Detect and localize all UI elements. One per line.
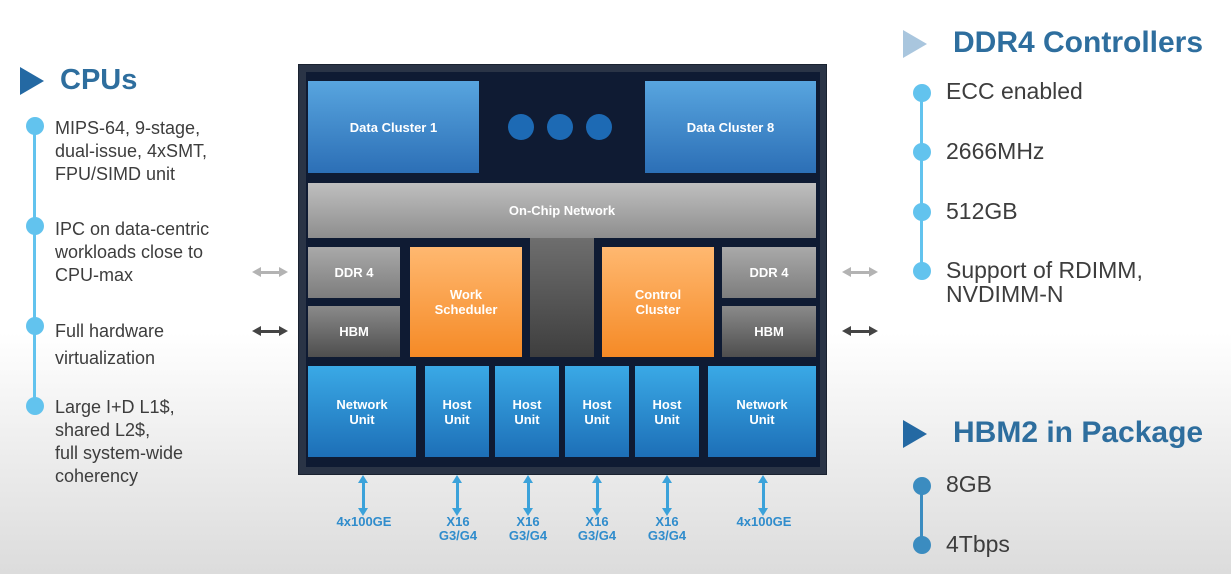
ellipsis-dot bbox=[508, 114, 534, 140]
bullet-dot bbox=[26, 317, 44, 335]
io-arrow bbox=[758, 475, 768, 516]
host-unit-3: Host Unit bbox=[565, 366, 629, 457]
bullet-dot bbox=[913, 536, 931, 554]
io-label-right: 4x100GE bbox=[736, 514, 792, 529]
cpus-item-4: Large I+D L1$, shared L2$, full system-w… bbox=[55, 397, 184, 486]
control-cluster: Control Cluster bbox=[602, 247, 714, 357]
host-unit-2: Host Unit bbox=[495, 366, 559, 457]
network-unit-right: Network Unit bbox=[708, 366, 816, 457]
bullet-dot bbox=[913, 203, 931, 221]
io-arrow bbox=[662, 475, 672, 516]
ddr4-item-4: Support of RDIMM, NVDIMM-N bbox=[946, 257, 1143, 307]
ddr4-item-1: ECC enabled bbox=[946, 78, 1083, 104]
io-arrow bbox=[358, 475, 368, 516]
ddr4-item-3: 512GB bbox=[946, 198, 1018, 224]
bullet-dot bbox=[26, 397, 44, 415]
play-triangle-icon bbox=[903, 420, 927, 448]
ddr4-bullet-line bbox=[920, 93, 923, 270]
hbm2-title: HBM2 in Package bbox=[953, 416, 1204, 449]
on-chip-network: On-Chip Network bbox=[308, 183, 816, 238]
ddr4-block-left: DDR 4 bbox=[308, 247, 400, 298]
ddr4-block-right: DDR 4 bbox=[722, 247, 816, 298]
hbm2-item-2: 4Tbps bbox=[946, 531, 1010, 557]
cpus-title: CPUs bbox=[60, 64, 138, 96]
hbm-block-right: HBM bbox=[722, 306, 816, 357]
hbm-block-left: HBM bbox=[308, 306, 400, 357]
ddr-right-arrow bbox=[842, 267, 878, 277]
io-label-left: 4x100GE bbox=[336, 514, 392, 529]
ellipsis-dot bbox=[586, 114, 612, 140]
io-arrow bbox=[452, 475, 462, 516]
io-arrow bbox=[592, 475, 602, 516]
hbm-right-arrow bbox=[842, 326, 878, 336]
cpus-bullet-line bbox=[33, 125, 36, 408]
network-unit-left: Network Unit bbox=[308, 366, 416, 457]
host-unit-1: Host Unit bbox=[425, 366, 489, 457]
data-cluster-8: Data Cluster 8 bbox=[645, 81, 816, 173]
hbm2-bullet-line bbox=[920, 486, 923, 544]
hbm-left-arrow bbox=[252, 326, 288, 336]
cpus-item-2: IPC on data-centric workloads close to C… bbox=[55, 219, 210, 285]
bullet-dot bbox=[913, 143, 931, 161]
io-label-host-2: X16 G3/G4 bbox=[508, 514, 548, 543]
on-chip-network-stem bbox=[530, 238, 594, 357]
bullet-dot bbox=[913, 262, 931, 280]
data-cluster-1: Data Cluster 1 bbox=[308, 81, 479, 173]
bullet-dot bbox=[913, 84, 931, 102]
ddr4-item-2: 2666MHz bbox=[946, 138, 1045, 164]
work-scheduler: Work Scheduler bbox=[410, 247, 522, 357]
io-arrow bbox=[523, 475, 533, 516]
bullet-dot bbox=[913, 477, 931, 495]
io-label-host-4: X16 G3/G4 bbox=[647, 514, 687, 543]
hbm2-item-1: 8GB bbox=[946, 471, 993, 497]
play-triangle-icon bbox=[903, 30, 927, 58]
cpus-item-1: MIPS-64, 9-stage, dual-issue, 4xSMT, FPU… bbox=[55, 118, 208, 184]
io-label-host-1: X16 G3/G4 bbox=[438, 514, 478, 543]
ddr4-title: DDR4 Controllers bbox=[953, 26, 1204, 59]
host-unit-4: Host Unit bbox=[635, 366, 699, 457]
cpus-item-3: Full hardware virtualization bbox=[55, 321, 165, 368]
io-label-host-3: X16 G3/G4 bbox=[577, 514, 617, 543]
bullet-dot bbox=[26, 217, 44, 235]
ellipsis-dot bbox=[547, 114, 573, 140]
play-triangle-icon bbox=[20, 67, 44, 95]
ddr-left-arrow bbox=[252, 267, 288, 277]
bullet-dot bbox=[26, 117, 44, 135]
